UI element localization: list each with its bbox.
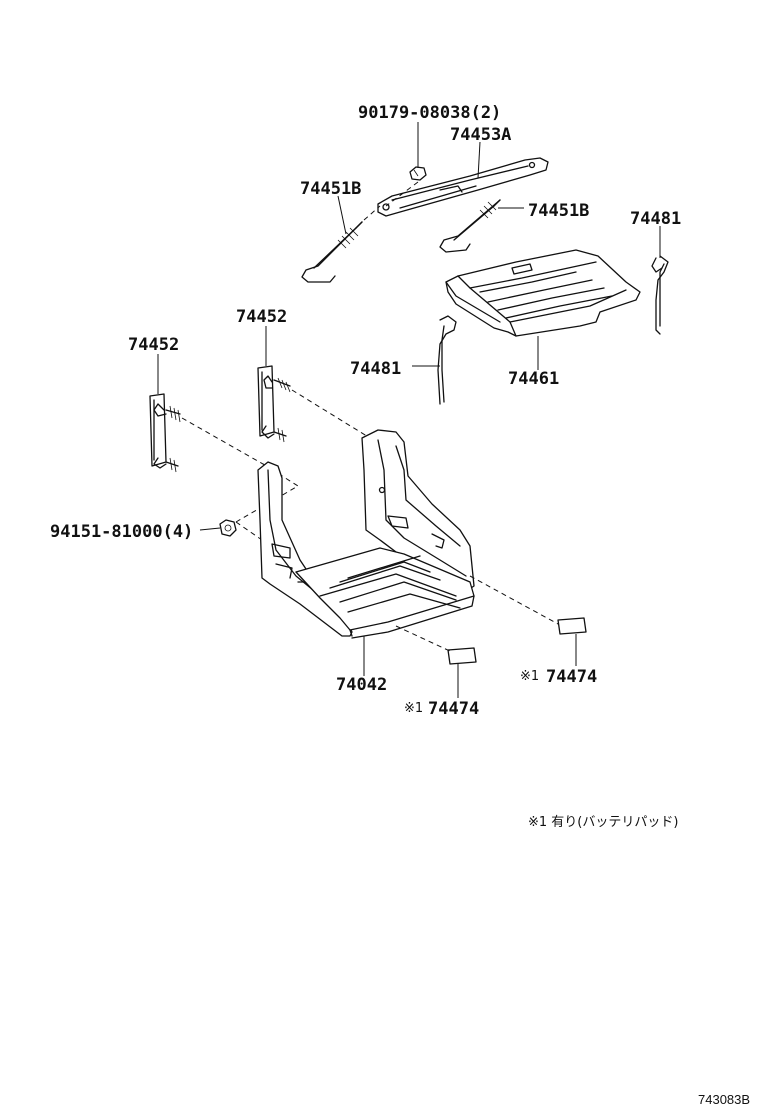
j-bolt-left[interactable] bbox=[301, 205, 381, 283]
stud-plate-center[interactable] bbox=[257, 365, 371, 443]
label-74474-right[interactable]: 74474 bbox=[546, 667, 597, 687]
clamp-nut[interactable] bbox=[385, 166, 427, 207]
label-74461[interactable]: 74461 bbox=[508, 369, 559, 389]
insulator-strap-right[interactable] bbox=[651, 255, 669, 335]
battery-carrier[interactable] bbox=[257, 429, 475, 639]
diagram-code: 743083B bbox=[698, 1092, 750, 1107]
label-74481-right[interactable]: 74481 bbox=[630, 209, 681, 229]
battery-pad-bottom[interactable] bbox=[395, 625, 477, 665]
hold-down-clamp[interactable] bbox=[377, 157, 549, 217]
label-74452-center[interactable]: 74452 bbox=[236, 307, 287, 327]
battery-pad-right[interactable] bbox=[469, 575, 587, 635]
label-74481-left[interactable]: 74481 bbox=[350, 359, 401, 379]
label-74452-left[interactable]: 74452 bbox=[128, 335, 179, 355]
battery-insulator[interactable] bbox=[445, 249, 641, 337]
label-74451B-right[interactable]: 74451B bbox=[528, 201, 589, 221]
footnote: ※1 有り(バッテリパッド) bbox=[528, 815, 678, 830]
leader-lines bbox=[157, 122, 661, 698]
label-74451B-left[interactable]: 74451B bbox=[300, 179, 361, 199]
label-90179-08038[interactable]: 90179-08038(2) bbox=[358, 103, 501, 123]
insulator-strap-left[interactable] bbox=[437, 315, 457, 405]
mark-note-bottom: ※1 bbox=[404, 701, 423, 716]
stud-plate-left[interactable] bbox=[149, 393, 271, 473]
label-74453A[interactable]: 74453A bbox=[450, 125, 511, 145]
mark-note-right: ※1 bbox=[520, 669, 539, 684]
j-bolt-right[interactable] bbox=[439, 199, 501, 253]
label-94151-81000[interactable]: 94151-81000(4) bbox=[50, 522, 193, 542]
label-74042[interactable]: 74042 bbox=[336, 675, 387, 695]
label-74474-bottom[interactable]: 74474 bbox=[428, 699, 479, 719]
